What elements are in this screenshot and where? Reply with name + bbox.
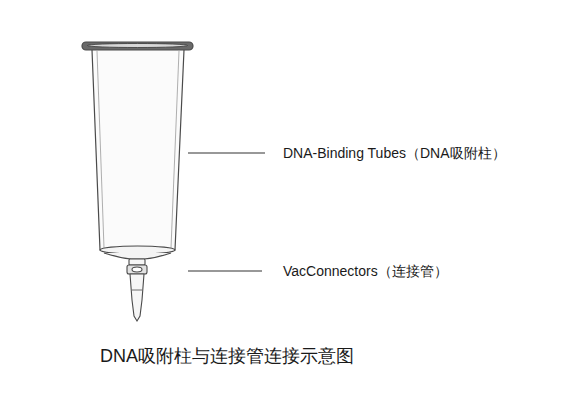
figure-caption: DNA吸附柱与连接管连接示意图: [100, 346, 354, 368]
leader-line: [188, 152, 265, 153]
leader-lines: [188, 153, 265, 271]
part-label: DNA-Binding Tubes（DNA吸附柱）: [283, 145, 506, 162]
part-label: VacConnectors（连接管）: [283, 263, 448, 280]
leader-line: [188, 270, 262, 271]
binding-tube: [82, 42, 193, 259]
vac-connector: [127, 259, 147, 321]
